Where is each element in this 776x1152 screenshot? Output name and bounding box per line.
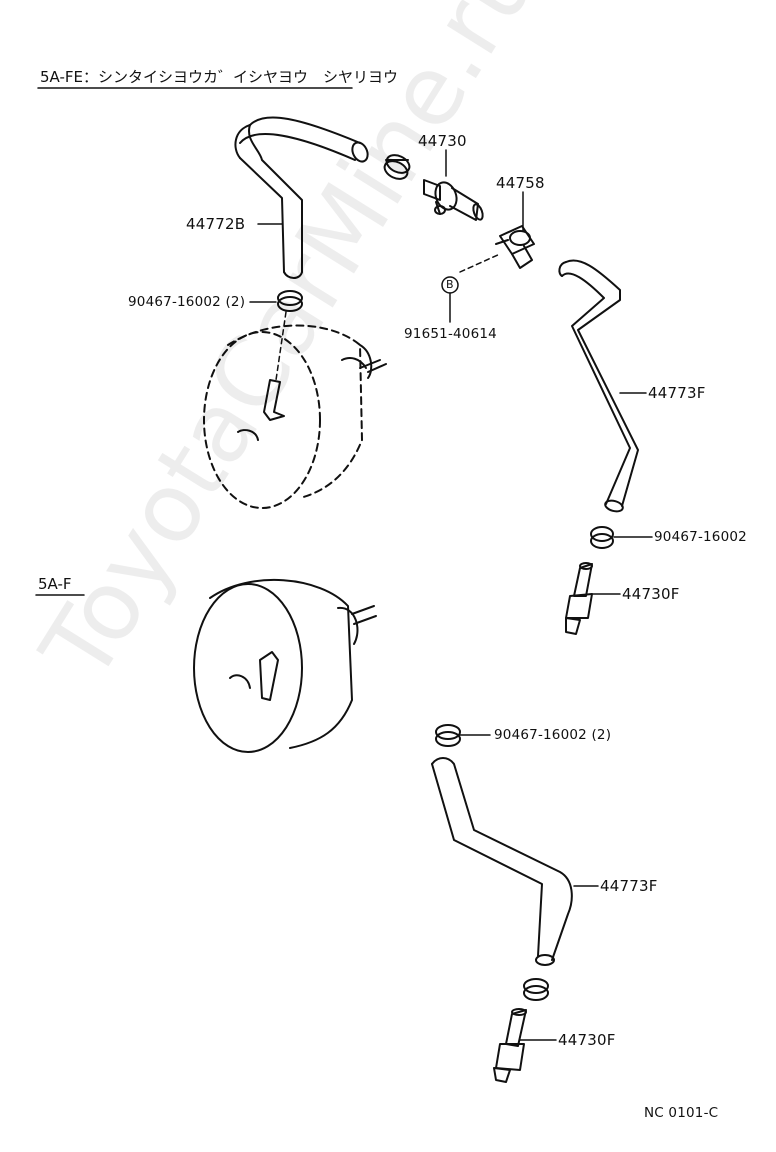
part-label-44730f-b: 44730F: [558, 1031, 616, 1049]
part-label-44730: 44730: [418, 132, 467, 150]
brake-booster-top: [203, 324, 387, 509]
valve-44730f-b: [493, 1008, 527, 1083]
clamp-mid: [590, 526, 614, 549]
section-title-5a-f: 5A-F: [38, 575, 72, 593]
check-valve-44730: [423, 179, 484, 221]
part-label-91651: 91651-40614: [404, 326, 497, 342]
section-title-5a-fe: 5A-FE：シンタイシヨウカ゛イシヤヨウ シヤリヨウ: [40, 68, 398, 86]
part-label-clamp-low: 90467-16002 (2): [494, 727, 612, 743]
bracket-44758: [495, 225, 535, 269]
valve-44730f-a: [565, 562, 593, 635]
hose-44773f-b: [431, 757, 573, 966]
dashed-hose-line: [275, 311, 287, 381]
part-label-44772b: 44772B: [186, 215, 246, 233]
hose-44772b: [234, 116, 369, 279]
clamp-low: [435, 724, 461, 747]
part-label-clamp-mid: 90467-16002: [654, 529, 747, 545]
part-label-44773f-a: 44773F: [648, 384, 706, 402]
ref-b-label: B: [446, 278, 454, 291]
clamp-bottom: [523, 978, 549, 1001]
brake-booster-bottom: [193, 578, 377, 753]
hose-44773f-a: [558, 259, 639, 513]
dashed-bolt-line: [459, 253, 501, 273]
part-label-44773f-b: 44773F: [600, 877, 658, 895]
clamp-44772b-bottom: [277, 290, 303, 312]
part-label-44730f-a: 44730F: [622, 585, 680, 603]
part-label-44758: 44758: [496, 174, 545, 192]
clamp-top-right-of-hose: [383, 154, 411, 180]
part-label-clamp-top: 90467-16002 (2): [128, 294, 246, 310]
diagram-code: NC 0101-C: [644, 1105, 719, 1121]
